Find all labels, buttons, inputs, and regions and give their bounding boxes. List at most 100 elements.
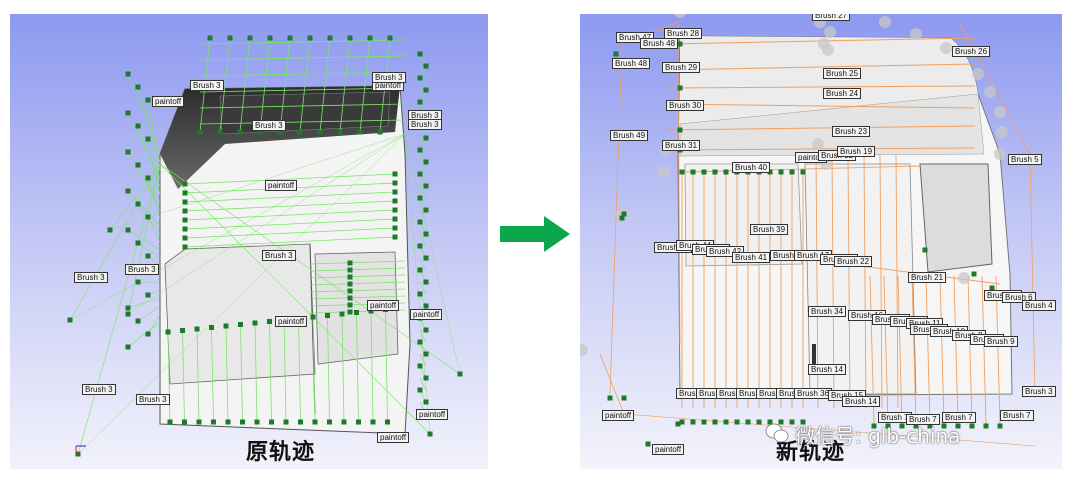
trajectory-point (182, 244, 188, 250)
new-trajectory-label: Brush 42 (706, 246, 745, 257)
trajectory-point (690, 169, 696, 175)
trajectory-point (423, 255, 429, 261)
trajectory-point (423, 375, 429, 381)
trajectory-point (679, 169, 685, 175)
trajectory-point (312, 419, 318, 425)
trajectory-segment (199, 39, 406, 45)
trajectory-point (392, 225, 398, 231)
trajectory-point (125, 149, 131, 155)
trajectory-segment (196, 328, 200, 423)
new-trajectory-label: Brush 34 (808, 306, 847, 317)
trajectory-segment (419, 65, 427, 79)
trajectory-segment (312, 316, 316, 423)
trajectory-point (145, 331, 151, 337)
trajectory-point (392, 207, 398, 213)
new-trajectory-label: Brush 39 (750, 224, 789, 235)
trajectory-segment (327, 315, 330, 423)
trajectory-point (347, 295, 353, 301)
trajectory-segment (883, 275, 889, 425)
trajectory-point (423, 207, 429, 213)
original-trajectory-label: Brush 3 (74, 272, 108, 283)
trajectory-segment (77, 163, 161, 455)
trajectory-point (734, 419, 740, 425)
trajectory-point (347, 281, 353, 287)
trajectory-point (182, 190, 188, 196)
trajectory-segment (419, 329, 427, 343)
new-trajectory-label: Brush 30 (666, 100, 705, 111)
original-trajectory-label: Brush 3 (408, 119, 442, 130)
trajectory-segment (137, 164, 161, 211)
trajectory-point (182, 226, 188, 232)
trajectory-point (238, 322, 243, 327)
trajectory-point (180, 328, 185, 333)
wechat-icon (765, 423, 789, 443)
trajectory-point (871, 423, 877, 429)
trajectory-segment (677, 21, 681, 345)
trajectory-point (457, 371, 463, 377)
trajectory-point (899, 423, 905, 429)
trajectory-segment (127, 112, 161, 179)
trajectory-segment (385, 309, 388, 423)
trajectory-segment (863, 153, 867, 409)
trajectory-segment (925, 275, 931, 425)
trajectory-segment (147, 313, 161, 335)
trajectory-segment (356, 312, 359, 423)
trajectory-segment (299, 37, 311, 133)
trajectory-point (370, 419, 376, 425)
trajectory-point (182, 235, 188, 241)
trajectory-point (277, 129, 283, 135)
approach-point (994, 148, 1006, 160)
trajectory-segment (309, 260, 406, 265)
trajectory-segment (667, 147, 976, 151)
trajectory-point (392, 216, 398, 222)
approach-point (910, 28, 922, 40)
original-trajectory-label: Brush 3 (136, 394, 170, 405)
trajectory-segment (69, 163, 161, 321)
trajectory-segment (319, 37, 331, 133)
trajectory-point (417, 363, 423, 369)
new-trajectory-label: Brush 14 (808, 364, 847, 375)
trajectory-point (347, 260, 353, 266)
trajectory-point (392, 234, 398, 240)
trajectory-point (392, 171, 398, 177)
trajectory-point (67, 317, 73, 323)
original-trajectory-label: paintoff (416, 409, 449, 420)
trajectory-point (135, 240, 141, 246)
trajectory-segment (667, 85, 976, 89)
original-trajectory-label: paintoff (152, 96, 185, 107)
trajectory-point (417, 195, 423, 201)
approach-point (940, 42, 952, 54)
trajectory-point (337, 129, 343, 135)
new-trajectory-label: Brush 47 (616, 32, 655, 43)
trajectory-segment (419, 209, 427, 223)
trajectory-point (619, 215, 625, 221)
arrow-right-icon (500, 216, 570, 252)
trajectory-point (392, 198, 398, 204)
trajectory-segment (184, 173, 396, 185)
trajectory-point (307, 35, 313, 41)
original-trajectory-label: paintoff (367, 300, 400, 311)
trajectory-point (125, 110, 131, 116)
approach-point (812, 138, 824, 150)
approach-point (958, 272, 970, 284)
trajectory-point (211, 419, 216, 425)
original-trajectory-label: Brush 3 (262, 250, 296, 261)
trajectory-segment (370, 310, 374, 423)
trajectory-point (135, 279, 141, 285)
trajectory-segment (199, 119, 406, 125)
trajectory-point (327, 35, 333, 41)
trajectory-point (423, 231, 429, 237)
trajectory-point (135, 84, 141, 90)
trajectory-point (217, 129, 223, 135)
new-trajectory-label: Brush 36 (794, 388, 833, 399)
trajectory-point (257, 129, 263, 135)
new-trajectory-label: Brush 21 (908, 272, 947, 283)
trajectory-point (75, 451, 81, 457)
axis-triad-icon (75, 445, 86, 456)
trajectory-segment (599, 353, 625, 415)
trajectory-point (423, 63, 429, 69)
trajectory-point (621, 211, 627, 217)
trajectory-point (327, 419, 332, 425)
trajectory-point (339, 311, 345, 317)
